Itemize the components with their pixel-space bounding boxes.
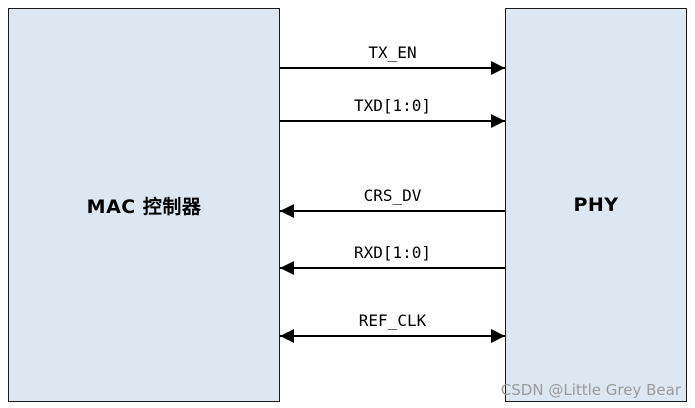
signal-label-rxd: RXD[1:0]: [353, 243, 432, 262]
phy-label: PHY: [573, 194, 619, 216]
signal-label-txd: TXD[1:0]: [353, 96, 432, 115]
watermark-text: CSDN @Little Grey Bear: [500, 381, 681, 399]
phy-block: PHY: [505, 8, 687, 402]
signal-label-crs-dv: CRS_DV: [363, 186, 422, 205]
signal-label-tx-en: TX_EN: [368, 43, 417, 62]
signal-label-ref-clk: REF_CLK: [358, 311, 427, 330]
mac-controller-label: MAC 控制器: [86, 195, 202, 218]
mac-controller-block: MAC 控制器: [8, 8, 280, 402]
